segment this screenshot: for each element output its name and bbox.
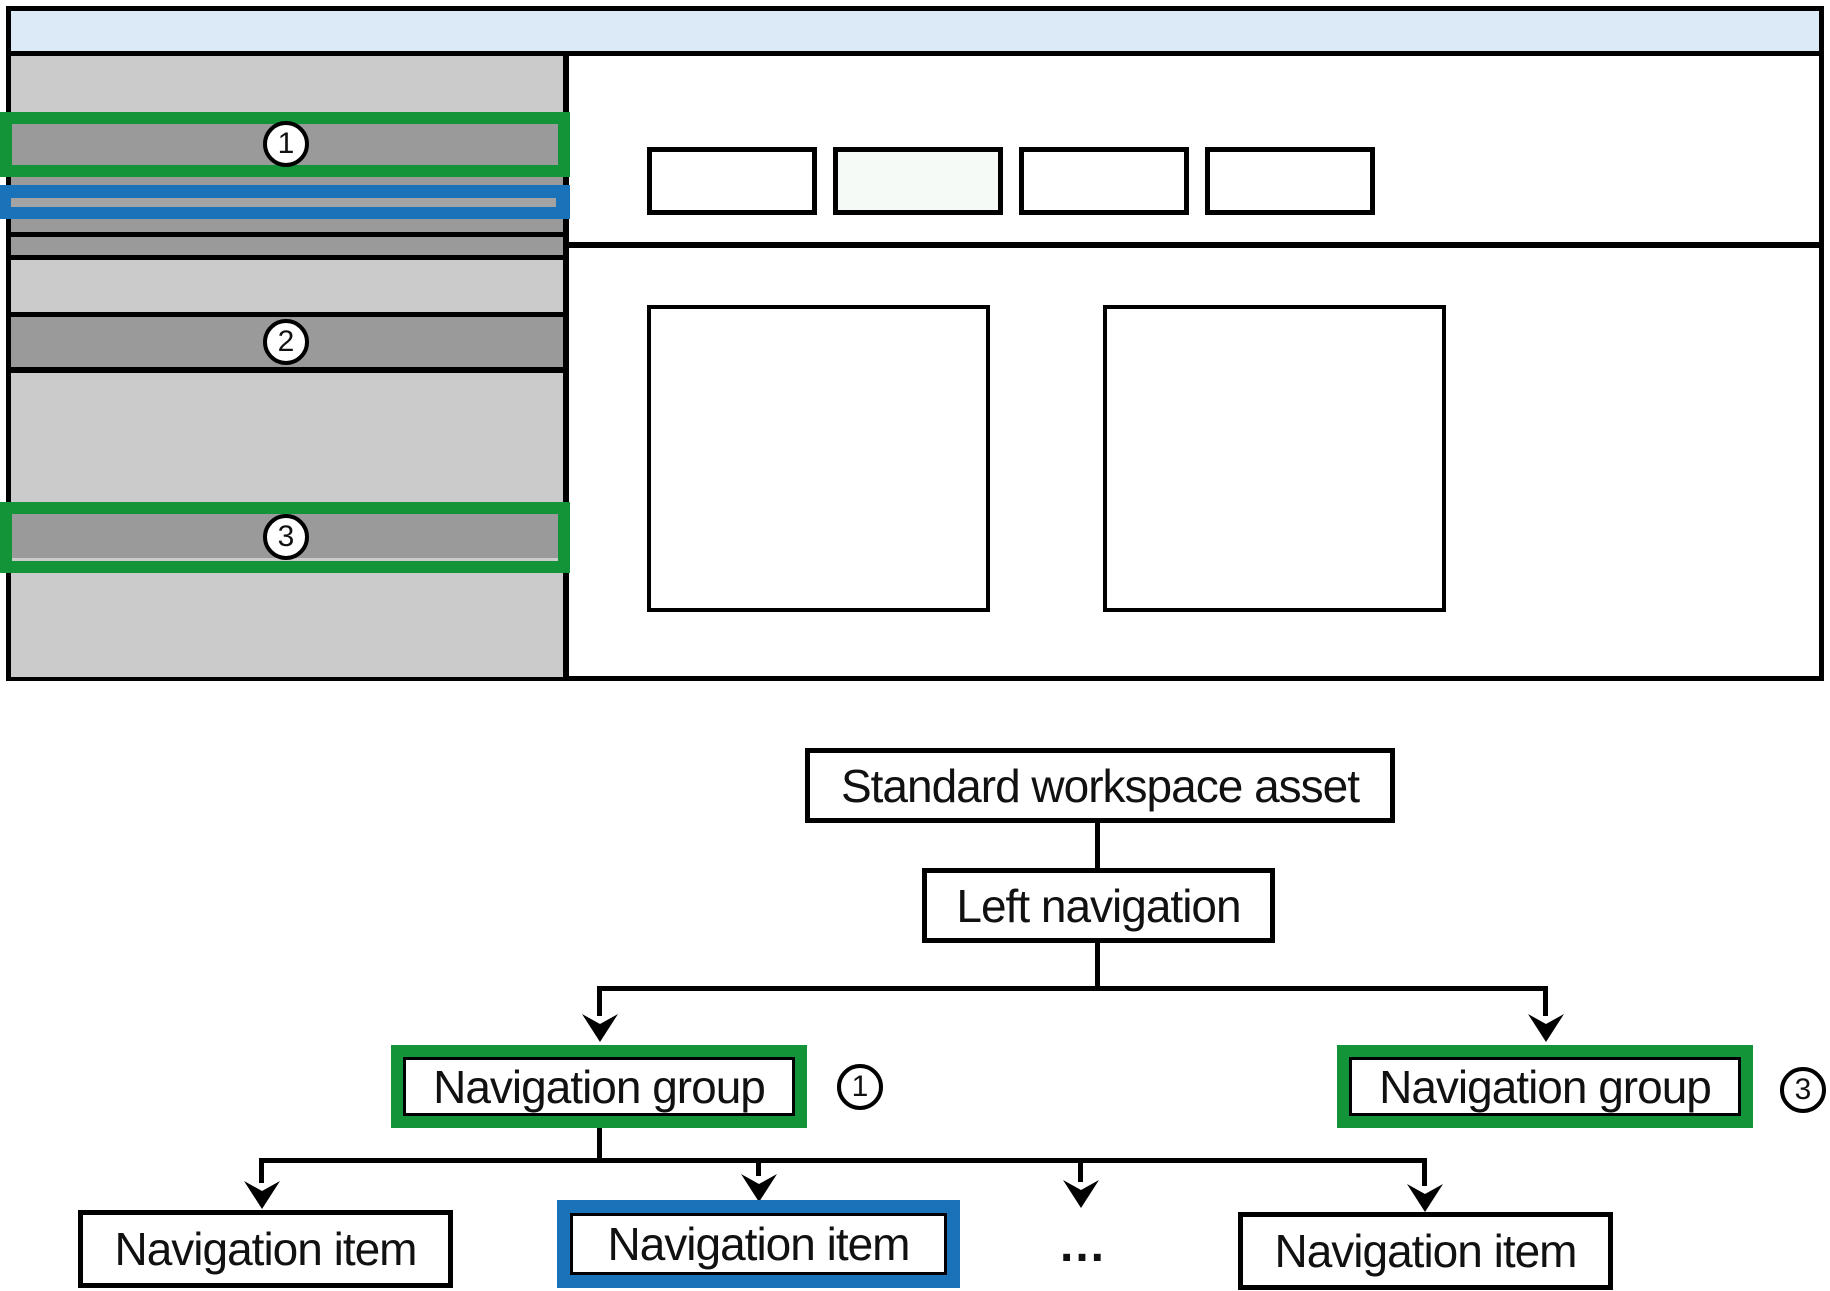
- tab-placeholder-3: [1019, 147, 1189, 215]
- tree-node-navigation-group-3-box: Navigation group: [1349, 1057, 1741, 1116]
- connector-drop-group-3: [1543, 986, 1548, 1016]
- tree-node-left-navigation: Left navigation: [922, 868, 1275, 943]
- arrow-down-icon: [1407, 1184, 1443, 1212]
- connector-items-horizontal: [259, 1158, 1427, 1163]
- badge-2: 2: [263, 319, 309, 365]
- content-card-right: [1103, 305, 1446, 612]
- tree-badge-1-number: 1: [851, 1070, 869, 1103]
- tree-node-root-label: Standard workspace asset: [840, 759, 1360, 812]
- tree-node-navigation-group-3: Navigation group: [1337, 1045, 1753, 1128]
- arrow-down-icon: [582, 1014, 618, 1042]
- arrow-down-icon: [1528, 1014, 1564, 1042]
- tree-node-navigation-group-1-label: Navigation group: [433, 1060, 766, 1113]
- tree-node-navigation-group-1-box: Navigation group: [403, 1057, 795, 1116]
- connector-group1-down: [597, 1128, 602, 1163]
- tree-items-ellipsis-label: ...: [1059, 1219, 1106, 1272]
- connector-drop-item-1: [259, 1158, 264, 1183]
- connector-drop-item-2: [756, 1158, 761, 1176]
- badge-1: 1: [263, 121, 309, 167]
- tree-items-ellipsis: ...: [1033, 1218, 1133, 1273]
- tree-node-navigation-item-2-highlighted: Navigation item: [557, 1200, 960, 1288]
- connector-leftnav-down: [1095, 943, 1100, 988]
- nav-section-bar: [11, 237, 563, 255]
- arrow-down-icon: [1063, 1180, 1099, 1208]
- connector-drop-item-4: [1422, 1158, 1427, 1186]
- tab-placeholder-2-selected: [833, 147, 1003, 215]
- tree-badge-1: 1: [837, 1064, 883, 1110]
- content-card-left: [647, 305, 990, 612]
- tree-node-root: Standard workspace asset: [805, 748, 1395, 823]
- app-header-bar: [11, 11, 1819, 51]
- tree-node-navigation-item-2-box: Navigation item: [570, 1213, 947, 1275]
- tree-badge-3: 3: [1780, 1067, 1826, 1113]
- sidebar-divider: [11, 312, 563, 317]
- connector-groups-horizontal: [597, 986, 1547, 991]
- tree-node-navigation-item-4-label: Navigation item: [1274, 1225, 1577, 1277]
- sidebar-divider: [11, 255, 563, 260]
- connector-drop-group-1: [597, 986, 602, 1016]
- highlight-box-group-1: [0, 112, 570, 177]
- badge-3: 3: [263, 514, 309, 560]
- connector-drop-ellipsis: [1078, 1158, 1083, 1182]
- tab-placeholder-1: [647, 147, 817, 215]
- highlight-box-nav-item: [0, 185, 570, 219]
- content-divider: [569, 242, 1819, 248]
- sidebar-right-border: [563, 56, 569, 677]
- arrow-down-icon: [741, 1174, 777, 1202]
- tab-placeholder-4: [1205, 147, 1375, 215]
- tree-node-navigation-group-3-label: Navigation group: [1379, 1060, 1712, 1113]
- connector-root-to-leftnav: [1095, 823, 1100, 868]
- tree-node-navigation-item-2-label: Navigation item: [607, 1218, 910, 1270]
- nav-item-bar: [11, 198, 556, 207]
- badge-2-number: 2: [277, 325, 295, 358]
- tree-node-left-navigation-label: Left navigation: [956, 879, 1241, 932]
- tree-badge-3-number: 3: [1794, 1073, 1812, 1106]
- arrow-down-icon: [244, 1181, 280, 1209]
- highlight-box-group-3: [0, 502, 570, 573]
- tree-node-navigation-item-1-label: Navigation item: [114, 1223, 417, 1275]
- badge-1-number: 1: [277, 127, 295, 160]
- tree-node-navigation-group-1: Navigation group: [391, 1045, 807, 1128]
- tree-node-navigation-item-4: Navigation item: [1238, 1212, 1613, 1290]
- sidebar-divider: [11, 367, 563, 373]
- header-divider: [6, 51, 1824, 56]
- sidebar-divider: [11, 232, 563, 237]
- tree-node-navigation-item-1: Navigation item: [78, 1210, 453, 1288]
- badge-3-number: 3: [277, 520, 295, 553]
